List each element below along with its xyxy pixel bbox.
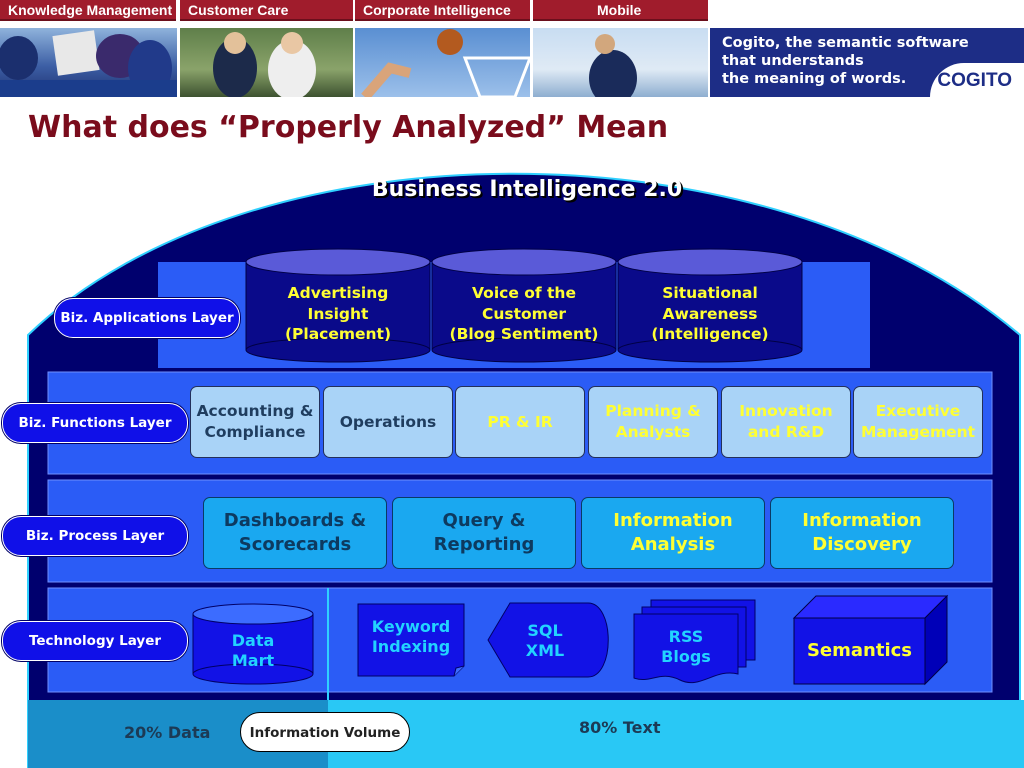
function-planning-line1: Planning & xyxy=(605,402,701,420)
mobile-user-photo xyxy=(533,28,708,97)
tech-semantics-label: Semantics xyxy=(806,640,913,661)
app-advertising-line3: (Placement) xyxy=(284,325,392,343)
app-voice-line1: Voice of the xyxy=(472,284,576,302)
app-voice-line2: Customer xyxy=(481,304,566,323)
cylinder-advertising xyxy=(245,248,431,363)
page-title: What does “Properly Analyzed” Mean xyxy=(28,110,669,145)
function-operations: Operations xyxy=(323,386,453,458)
function-executive-line1: Executive xyxy=(875,402,961,420)
function-executive-line2: Management xyxy=(860,423,976,441)
tab-customer-care[interactable]: Customer Care xyxy=(180,0,353,21)
process-query-line1: Query & xyxy=(442,510,526,531)
function-accounting: Accounting & Compliance xyxy=(190,386,320,458)
tech-sql-line1: SQL xyxy=(527,621,563,640)
function-pr-ir-line1: PR & IR xyxy=(487,412,553,431)
semantics-cube xyxy=(792,594,949,686)
tech-keyword-line1: Keyword xyxy=(371,617,451,636)
app-situational-label: Situational Awareness (Intelligence) xyxy=(618,283,802,345)
function-operations-line1: Operations xyxy=(339,412,437,431)
tech-sql-label: SQL XML xyxy=(500,621,590,661)
function-accounting-line1: Accounting & xyxy=(196,402,314,420)
data-percent-label: 20% Data xyxy=(124,723,211,742)
tech-rss-line2: Blogs xyxy=(661,647,711,666)
text-volume-area xyxy=(328,700,1024,768)
process-discovery-line2: Discovery xyxy=(812,534,912,555)
cogito-tagline: Cogito, the semantic software that under… xyxy=(722,34,969,88)
layer-technology-pill: Technology Layer xyxy=(2,621,188,661)
process-query-line2: Reporting xyxy=(433,534,535,555)
layer-process-pill: Biz. Process Layer xyxy=(2,516,188,556)
keyword-fold xyxy=(453,665,465,677)
tech-datamart-line2: Mart xyxy=(231,651,275,670)
tab-knowledge-management[interactable]: Knowledge Management xyxy=(0,0,176,21)
tech-datamart-label: Data Mart xyxy=(193,631,313,671)
process-query: Query & Reporting xyxy=(392,497,576,569)
process-discovery-line1: Information xyxy=(802,510,922,531)
app-voice-label: Voice of the Customer (Blog Sentiment) xyxy=(432,283,616,345)
tagline-line-3: the meaning of words. xyxy=(722,71,907,87)
function-pr-ir: PR & IR xyxy=(455,386,585,458)
layer-applications-pill: Biz. Applications Layer xyxy=(54,298,240,338)
tab-mobile[interactable]: Mobile xyxy=(533,0,708,21)
process-dashboards-line1: Dashboards & xyxy=(223,510,367,531)
app-advertising-line1: Advertising xyxy=(287,284,389,302)
layer-functions-pill: Biz. Functions Layer xyxy=(2,403,188,443)
tech-datamart-line1: Data xyxy=(231,631,275,650)
golf-photo xyxy=(180,28,353,97)
process-dashboards: Dashboards & Scorecards xyxy=(203,497,387,569)
function-planning-line2: Analysts xyxy=(615,423,691,441)
tagline-line-1: Cogito, the semantic software xyxy=(722,35,969,51)
function-planning: Planning & Analysts xyxy=(588,386,718,458)
app-advertising-label: Advertising Insight (Placement) xyxy=(246,283,430,345)
app-advertising-line2: Insight xyxy=(307,304,369,323)
tagline-line-2: that understands xyxy=(722,53,864,69)
function-innovation-line2: and R&D xyxy=(747,423,825,441)
cogito-banner: Cogito, the semantic software that under… xyxy=(710,28,1024,97)
function-accounting-line2: Compliance xyxy=(204,423,306,441)
football-photo xyxy=(0,28,177,97)
cogito-logo: COGITO xyxy=(930,63,1024,97)
information-volume-pill: Information Volume xyxy=(240,712,410,752)
function-innovation-line1: Innovation xyxy=(739,402,833,420)
process-analysis-line2: Analysis xyxy=(630,534,716,555)
tech-keyword-line2: Indexing xyxy=(371,637,451,656)
text-percent-label: 80% Text xyxy=(579,718,661,737)
tab-corporate-intelligence[interactable]: Corporate Intelligence xyxy=(355,0,530,21)
cylinder-voice-of-customer xyxy=(431,248,617,363)
data-mart-cylinder xyxy=(192,603,314,685)
cylinder-situational-awareness xyxy=(617,248,803,363)
tech-rss-label: RSS Blogs xyxy=(634,627,738,667)
app-voice-line3: (Blog Sentiment) xyxy=(449,325,599,343)
rss-blogs-shape xyxy=(633,599,756,684)
sql-xml-shape xyxy=(487,602,609,678)
tech-keyword-label: Keyword Indexing xyxy=(358,617,464,657)
tech-sql-line2: XML xyxy=(525,641,565,660)
app-situational-line1: Situational xyxy=(662,284,758,302)
tech-rss-line1: RSS xyxy=(668,627,704,646)
diagram-header: Business Intelligence 2.0 xyxy=(371,177,683,202)
process-dashboards-line2: Scorecards xyxy=(238,534,352,555)
basketball-photo xyxy=(355,28,530,97)
app-situational-line3: (Intelligence) xyxy=(651,325,769,343)
function-innovation: Innovation and R&D xyxy=(721,386,851,458)
process-analysis-line1: Information xyxy=(613,510,733,531)
app-situational-line2: Awareness xyxy=(662,304,758,323)
